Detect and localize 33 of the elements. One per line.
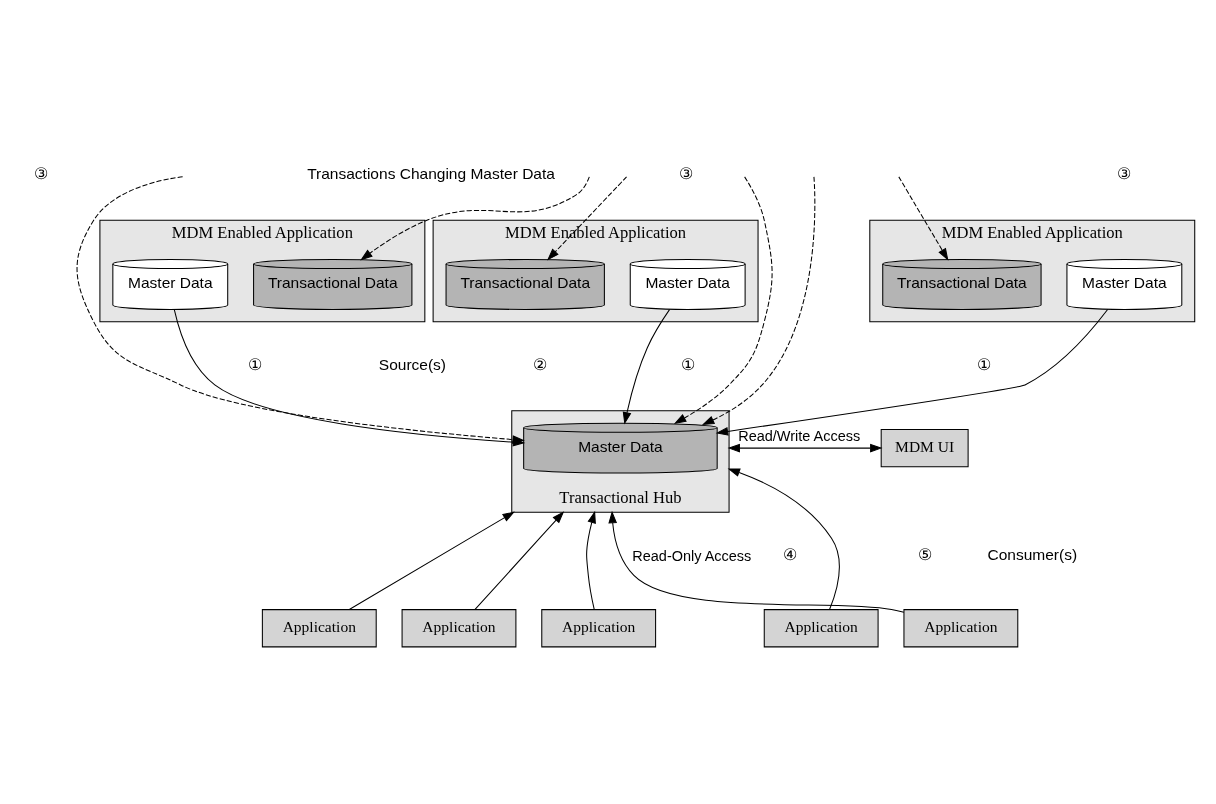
label: ⑤ — [917, 546, 932, 564]
edge-label: Read-Only Access — [632, 547, 752, 564]
arrow — [701, 176, 816, 426]
label: ② — [532, 355, 547, 373]
label: ① — [248, 355, 263, 373]
node-box: MDM UI — [880, 428, 969, 468]
arrow — [474, 511, 565, 610]
arrow — [715, 309, 1109, 436]
node-box: Application — [401, 609, 517, 648]
arrow — [586, 510, 596, 610]
arrow — [622, 309, 671, 425]
label: Consumer(s) — [987, 546, 1078, 564]
label: Transactions Changing Master Data — [307, 165, 555, 183]
arrow — [608, 510, 905, 613]
node-box: Application — [261, 609, 377, 648]
label: ③ — [33, 165, 48, 183]
arrow — [360, 176, 590, 261]
arrow — [348, 511, 515, 610]
label: ④ — [783, 546, 798, 564]
node-box: Application — [763, 609, 879, 648]
label: Source(s) — [378, 355, 447, 373]
arrow — [898, 176, 949, 261]
node-box: Application — [903, 609, 1019, 648]
arrow — [673, 176, 773, 424]
arrow — [547, 176, 628, 261]
label: ③ — [678, 165, 693, 183]
label: ③ — [1117, 165, 1132, 183]
label: ① — [976, 355, 991, 373]
arrow — [727, 443, 883, 453]
node-box: Application — [541, 609, 657, 648]
edge-label: Read/Write Access — [738, 428, 861, 445]
arrow — [727, 468, 840, 611]
label: ① — [680, 355, 695, 373]
